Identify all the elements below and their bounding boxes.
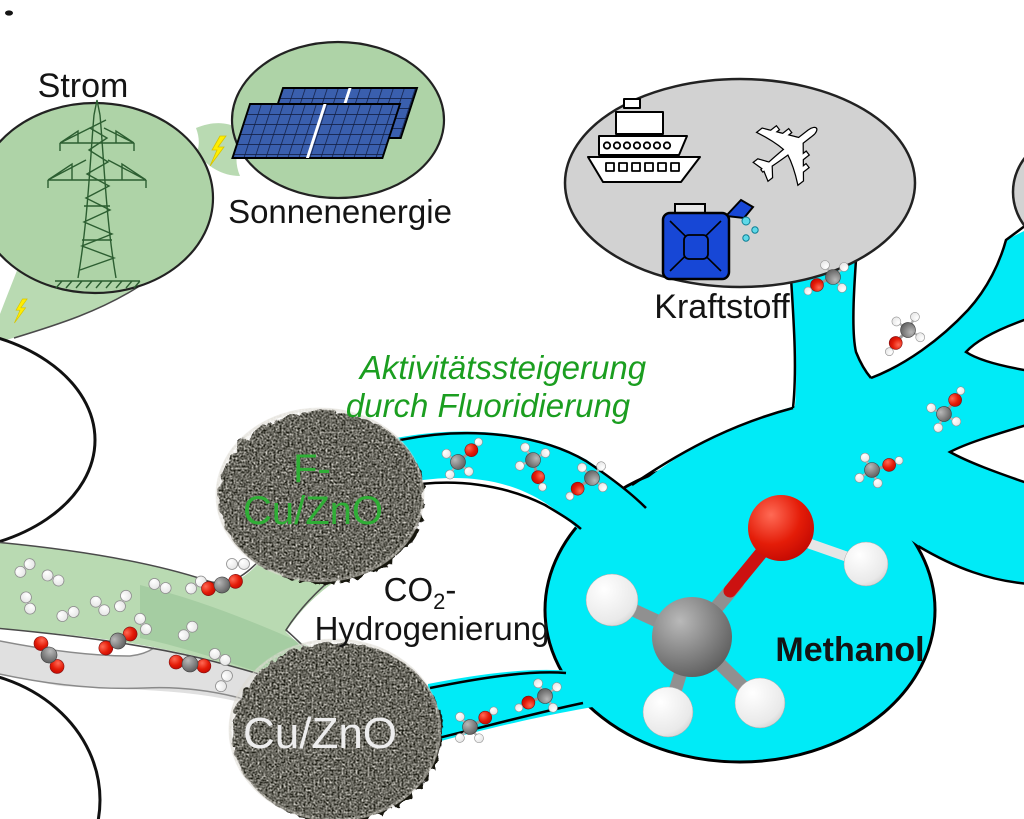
white-loop-bottom bbox=[0, 675, 102, 819]
catalyst-f-label-line1: F- bbox=[293, 447, 331, 491]
sonnenenergie-label: Sonnenenergie bbox=[228, 193, 452, 230]
stray-mark bbox=[5, 10, 13, 16]
methanol-stream-right bbox=[631, 224, 1024, 585]
power-tower-icon bbox=[47, 99, 147, 289]
catalyst-f-node: F- Cu/ZnO bbox=[215, 407, 425, 583]
catalyst-node: Cu/ZnO bbox=[228, 638, 442, 819]
big-methanol-molecule bbox=[585, 495, 889, 738]
reaction-label-line2: Hydrogenierung bbox=[315, 610, 550, 647]
h2-molecule-icon bbox=[224, 556, 252, 572]
reaction-label-line1: CO2- bbox=[384, 571, 457, 614]
methanol-label: Methanol bbox=[775, 631, 924, 669]
jerrycan-icon bbox=[661, 198, 759, 281]
solar-panel-icon bbox=[231, 87, 419, 159]
white-loop-middle bbox=[0, 337, 97, 543]
droplet-icon bbox=[741, 216, 759, 242]
catalyst-label: Cu/ZnO bbox=[243, 709, 397, 758]
activity-note-line2: durch Fluoridierung bbox=[346, 387, 631, 424]
strom-node bbox=[0, 99, 215, 295]
activity-note-line1: Aktivitätssteigerung bbox=[358, 349, 647, 386]
kraftstoff-label: Kraftstoff bbox=[654, 288, 790, 326]
fuel-node: ✈ bbox=[563, 77, 917, 289]
catalyst-f-label-line2: Cu/ZnO bbox=[243, 489, 383, 533]
solar-node bbox=[230, 40, 446, 200]
edge-node-partial bbox=[1011, 156, 1024, 228]
ship-icon bbox=[587, 98, 701, 183]
strom-label: Strom bbox=[38, 67, 129, 105]
